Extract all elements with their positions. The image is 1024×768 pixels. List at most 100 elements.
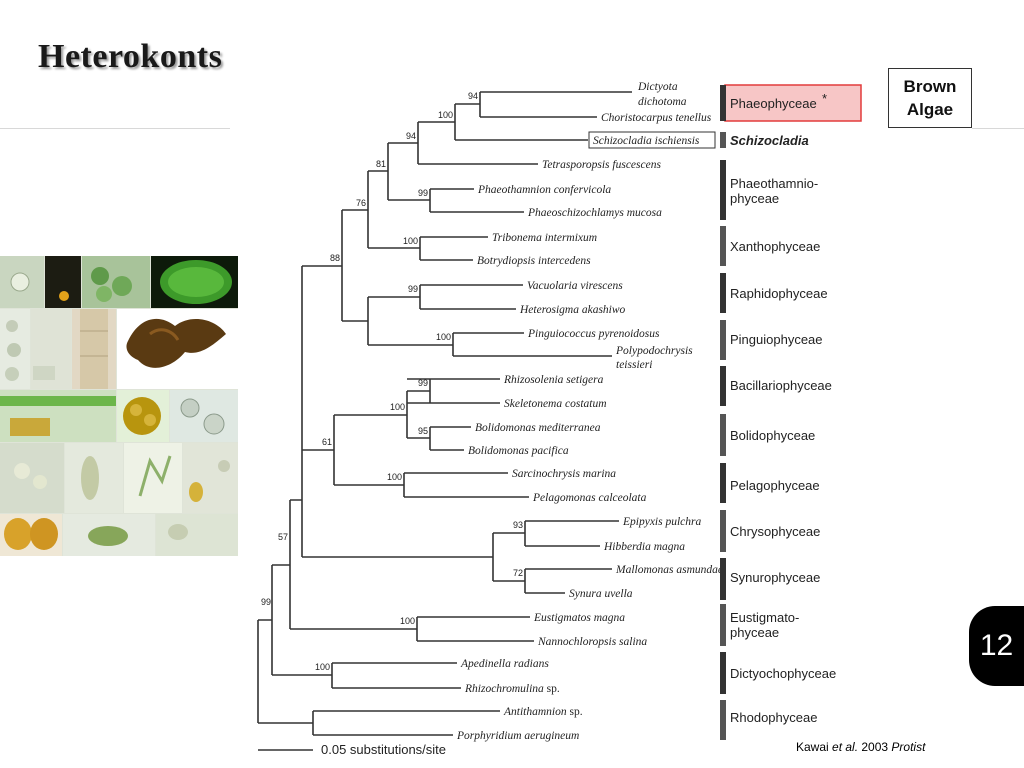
- citation-author: Kawai: [796, 740, 833, 754]
- bootstrap-label: 100: [438, 110, 453, 120]
- page-number: 12: [979, 629, 1014, 662]
- taxon-dictyota: Dictyota: [637, 81, 678, 93]
- class-label-pinguiophyceae: Pinguiophyceae: [730, 332, 823, 347]
- bootstrap-label: 95: [418, 426, 428, 436]
- bootstrap-label: 94: [406, 131, 416, 141]
- highlight-asterisk: *: [822, 91, 827, 106]
- class-label-eustigmatophyceae-2: phyceae: [730, 625, 779, 640]
- taxon-eustigmatos: Eustigmatos magna: [533, 612, 625, 624]
- taxon-hibberdia: Hibberdia magna: [603, 541, 685, 553]
- phaeophyceae-highlight: [724, 84, 862, 122]
- brown-algae-line1: Brown: [903, 77, 957, 96]
- taxon-synura: Synura uvella: [569, 588, 633, 600]
- class-bar-raphidophyceae: [720, 273, 726, 313]
- class-label-dictyochophyceae: Dictyochophyceae: [730, 666, 836, 681]
- taxon-heterosigma: Heterosigma akashiwo: [519, 304, 626, 316]
- taxon-phaeothamnion: Phaeothamnion confervicola: [477, 184, 611, 196]
- class-bar-schizocladia: [720, 132, 726, 148]
- class-label-bolidophyceae: Bolidophyceae: [730, 428, 815, 443]
- class-bar-chrysophyceae: [720, 510, 726, 552]
- citation: Kawai et al. 2003 Protist: [796, 740, 925, 754]
- class-label-eustigmatophyceae: Eustigmato-: [730, 610, 799, 625]
- algae-photo-collage: [0, 256, 238, 556]
- taxon-antithamnion: Antithamnion sp.: [503, 706, 583, 718]
- citation-journal: Protist: [891, 740, 926, 754]
- tree-tip-branches: [313, 91, 632, 736]
- citation-etal: et al.: [832, 740, 859, 754]
- taxon-sarcinochrysis: Sarcinochrysis marina: [512, 468, 616, 480]
- bootstrap-label: 94: [468, 91, 478, 101]
- class-label-rhodophyceae: Rhodophyceae: [730, 710, 817, 725]
- taxon-porphyridium: Porphyridium aerugineum: [456, 730, 579, 742]
- taxon-rhizochromulina: Rhizochromulina sp.: [464, 683, 560, 695]
- class-bar-pelagophyceae: [720, 463, 726, 503]
- class-label-bacillariophyceae: Bacillariophyceae: [730, 378, 832, 393]
- bootstrap-label: 99: [418, 188, 428, 198]
- class-bar-eustigmatophyceae: [720, 604, 726, 646]
- class-bar-dictyochophyceae: [720, 652, 726, 694]
- page-number-badge: 12: [969, 606, 1024, 686]
- bootstrap-label: 81: [376, 159, 386, 169]
- taxon-phaeoschizochlamys: Phaeoschizochlamys mucosa: [527, 207, 662, 219]
- taxon-bolidomonas-pacifica: Bolidomonas pacifica: [468, 445, 569, 457]
- taxon-rhizochromulina-genus: Rhizochromulina: [464, 683, 544, 695]
- class-bar-phaeothamniophyceae: [720, 160, 726, 220]
- class-label-phaeothamniophyceae-2: phyceae: [730, 191, 779, 206]
- bootstrap-label: 100: [387, 472, 402, 482]
- bootstrap-label: 100: [390, 402, 405, 412]
- taxon-polypodochrysis-2: teissieri: [616, 359, 652, 371]
- taxon-mallomonas: Mallomonas asmundae: [615, 564, 723, 576]
- class-bar-xanthophyceae: [720, 226, 726, 266]
- taxon-vacuolaria: Vacuolaria virescens: [527, 280, 623, 292]
- scale-bar-label: 0.05 substitutions/site: [321, 742, 446, 757]
- bootstrap-label: 100: [436, 332, 451, 342]
- class-label-schizocladia: Schizocladia: [730, 133, 809, 148]
- taxon-schizocladia: Schizocladia ischiensis: [593, 135, 700, 147]
- taxon-antithamnion-sp: sp.: [567, 706, 583, 718]
- bootstrap-label: 61: [322, 437, 332, 447]
- brown-algae-label: Brown Algae: [888, 68, 972, 128]
- slide-title: Heterokonts: [38, 38, 223, 75]
- bootstrap-label: 100: [403, 236, 418, 246]
- class-label-pelagophyceae: Pelagophyceae: [730, 478, 820, 493]
- header-rule-right: [972, 128, 1024, 129]
- bootstrap-label: 99: [418, 378, 428, 388]
- taxon-choristocarpus: Choristocarpus tenellus: [601, 112, 712, 124]
- bootstrap-label: 93: [513, 520, 523, 530]
- schizocladia-taxon-box: [588, 131, 716, 149]
- taxon-tribonema: Tribonema intermixum: [492, 232, 597, 244]
- taxon-dictyota-2: dichotoma: [638, 96, 687, 108]
- bootstrap-label: 100: [400, 616, 415, 626]
- taxon-pinguiococcus: Pinguiococcus pyrenoidosus: [527, 328, 660, 340]
- taxon-antithamnion-genus: Antithamnion: [503, 706, 567, 718]
- bootstrap-label: 99: [408, 284, 418, 294]
- brown-algae-line2: Algae: [906, 100, 954, 119]
- taxon-skeletonema: Skeletonema costatum: [504, 398, 607, 410]
- class-label-xanthophyceae: Xanthophyceae: [730, 239, 820, 254]
- taxon-tetrasporopsis: Tetrasporopsis fuscescens: [542, 159, 661, 171]
- taxon-apedinella: Apedinella radians: [460, 658, 549, 670]
- taxon-rhizochromulina-sp: sp.: [544, 683, 560, 695]
- class-label-synurophyceae: Synurophyceae: [730, 570, 820, 585]
- taxon-rhizosolenia: Rhizosolenia setigera: [503, 374, 604, 386]
- bootstrap-label: 76: [356, 198, 366, 208]
- bootstrap-label: 88: [330, 253, 340, 263]
- taxon-bolidomonas-mediterranea: Bolidomonas mediterranea: [475, 422, 601, 434]
- class-label-phaeophyceae: Phaeophyceae: [730, 96, 817, 111]
- bootstrap-label: 72: [513, 568, 523, 578]
- class-label-raphidophyceae: Raphidophyceae: [730, 286, 828, 301]
- class-bar-bacillariophyceae: [720, 366, 726, 406]
- taxon-nannochloropsis: Nannochloropsis salina: [537, 636, 647, 648]
- class-bar-pinguiophyceae: [720, 320, 726, 360]
- class-bar-bolidophyceae: [720, 414, 726, 456]
- citation-year: 2003: [858, 740, 892, 754]
- taxon-epipyxis: Epipyxis pulchra: [622, 516, 701, 528]
- class-bar-rhodophyceae: [720, 700, 726, 740]
- bootstrap-label: 100: [315, 662, 330, 672]
- header-rule-left: [0, 128, 230, 129]
- bootstrap-label: 57: [278, 532, 288, 542]
- bootstrap-label: 99: [261, 597, 271, 607]
- taxon-polypodochrysis: Polypodochrysis: [615, 345, 693, 357]
- tree-internal-branches: [257, 92, 526, 735]
